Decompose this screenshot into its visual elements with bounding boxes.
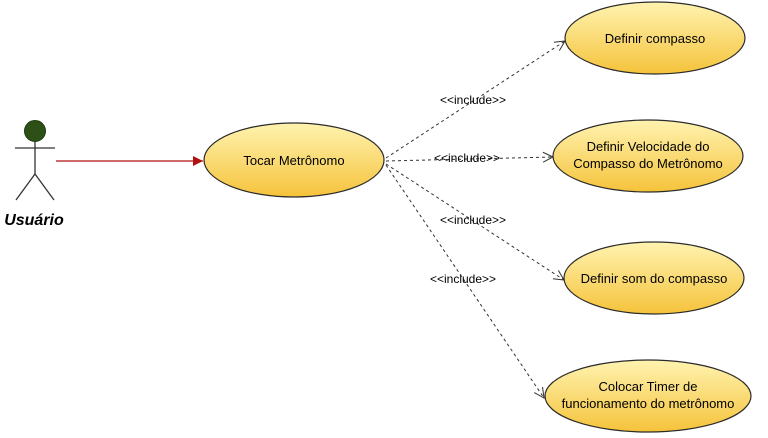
use-case-label-line-1: Colocar Timer de [599,379,698,394]
include-line-2 [385,157,553,161]
actor-head [24,120,46,142]
use-case-label-line-1: Definir Velocidade do [587,139,710,154]
use-case-label: Definir compasso [605,31,705,46]
include-label-1: <<include>> [440,93,506,107]
include-relations: <<include>> <<include>> <<include>> <<in… [385,41,565,398]
use-case-ellipse [544,359,752,433]
include-label-3: <<include>> [440,213,506,227]
include-line-4 [385,164,544,398]
use-case-ellipse [563,241,745,315]
include-label-4: <<include>> [430,272,496,286]
use-case-label: Definir som do compasso [581,271,728,286]
use-case-definir-compasso[interactable]: Definir compasso [564,1,746,75]
use-case-label-line-2: funcionamento do metrônomo [562,396,735,411]
use-case-ellipse [552,119,744,193]
actor-right-leg [34,173,55,201]
use-case-label-line-2: Compasso do Metrônomo [573,156,723,171]
use-case-ellipse [203,122,385,198]
actor-left-leg [15,173,36,201]
use-case-definir-velocidade[interactable]: Definir Velocidade do Compasso do Metrôn… [552,119,744,193]
use-case-colocar-timer[interactable]: Colocar Timer de funcionamento do metrôn… [544,359,752,433]
use-case-tocar-metronomo[interactable]: Tocar Metrônomo [203,122,385,198]
actor-label: Usuário [4,212,64,229]
actor-usuario[interactable]: Usuário [4,120,64,230]
use-case-ellipse [564,1,746,75]
use-case-label: Tocar Metrônomo [243,153,344,168]
include-label-2: <<include>> [434,151,500,165]
use-case-definir-som[interactable]: Definir som do compasso [563,241,745,315]
